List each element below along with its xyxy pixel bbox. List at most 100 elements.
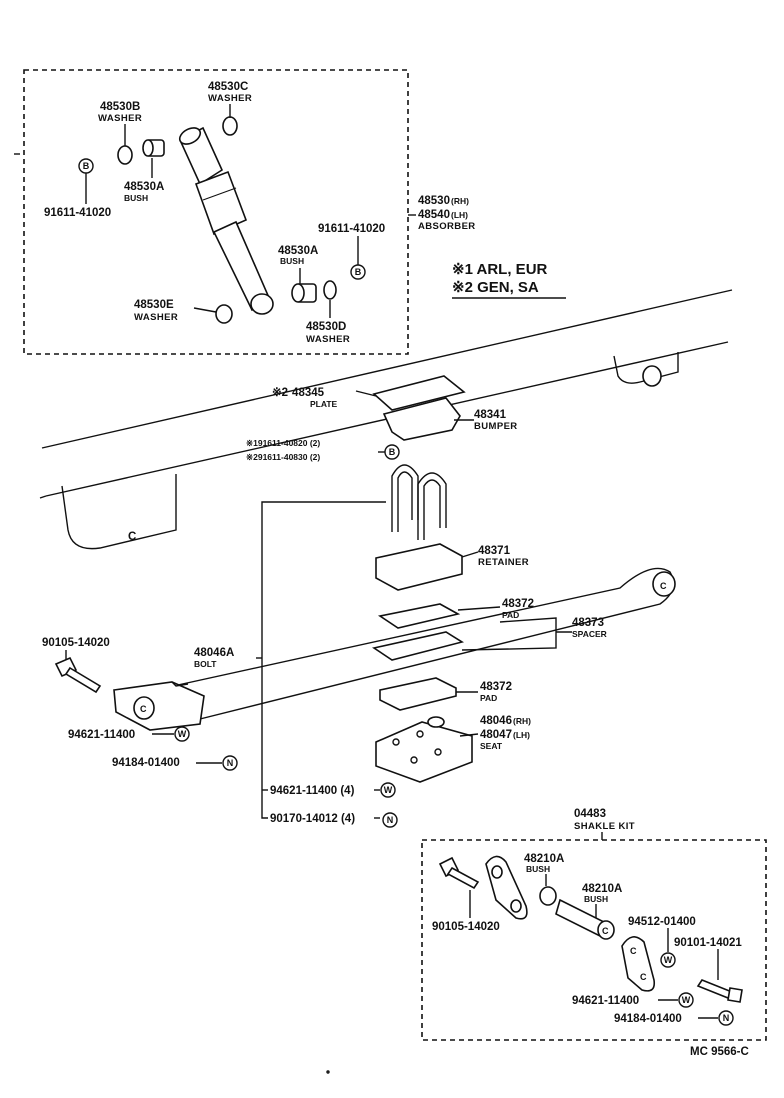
label-48371-num: 48371 (478, 545, 511, 557)
washer-w-symbol-4: W (678, 992, 694, 1008)
spacer-48373 (371, 631, 465, 661)
label-48373-name: SPACER (572, 629, 607, 639)
label-48530e-name: WASHER (134, 312, 178, 323)
label-90170-14012-4: 90170-14012 (4) (270, 813, 355, 825)
note-2: ※2 GEN, SA (452, 279, 539, 296)
washer-w-symbol-2: W (380, 782, 396, 798)
shackle-plate-1 (485, 855, 528, 920)
label-48046a-name: BOLT (194, 659, 217, 669)
washer-w-symbol-1: W (174, 726, 190, 742)
nut-n-symbol-1: N (222, 755, 238, 771)
label-04483-name: SHAKLE KIT (574, 821, 635, 832)
shackle-plate-2: C C (621, 936, 656, 992)
label-48530d-name: WASHER (306, 334, 350, 345)
bolt-group-bracket (261, 501, 386, 819)
label-48530-num: 48530(RH) (418, 195, 469, 207)
nut-n-symbol-2: N (382, 812, 398, 828)
label-48372-name-a: PAD (502, 610, 519, 620)
bush-48530a-lower (291, 283, 317, 303)
label-48046-num: 48046(RH) (480, 715, 531, 727)
absorber-group-box (23, 69, 409, 355)
u-bolts (391, 464, 447, 540)
label-48530a-name-2: BUSH (280, 256, 304, 266)
plate-48345 (372, 375, 466, 411)
label-04483-num: 04483 (574, 808, 606, 820)
label-48530b-name: WASHER (98, 113, 142, 124)
svg-text:W: W (384, 785, 393, 795)
nut-b-symbol-3: B (384, 444, 400, 460)
shackle-kit-box (421, 839, 767, 1041)
washer-w-symbol-3: W (660, 952, 676, 968)
label-48530c-name: WASHER (208, 93, 252, 104)
label-94184-01400-a: 94184-01400 (112, 757, 180, 769)
svg-text:N: N (387, 815, 394, 825)
label-48341-num: 48341 (474, 409, 507, 421)
label-90101-14021: 90101-14021 (674, 937, 742, 949)
label-bolt-2: ※291611-40830 (2) (246, 452, 320, 462)
label-94621-11400-4: 94621-11400 (4) (270, 785, 355, 797)
svg-text:B: B (389, 447, 396, 457)
svg-text:W: W (682, 995, 691, 1005)
bush-48210a-1 (539, 886, 557, 906)
svg-text:C: C (602, 926, 609, 936)
svg-text:C: C (128, 531, 136, 543)
diagram-code: MC 9566-C (690, 1046, 749, 1058)
spacer-leader (461, 617, 572, 651)
seat-48046 (375, 721, 473, 783)
washer-48530b (117, 145, 133, 165)
bolt-90101-14021 (696, 979, 743, 1003)
pad-48372-lower (379, 677, 457, 711)
label-48345-name: PLATE (310, 399, 338, 409)
bumper-48341 (382, 397, 461, 441)
retainer-48371 (375, 543, 463, 591)
note-1: ※1 ARL, EUR (452, 261, 548, 278)
svg-text:B: B (355, 267, 362, 277)
label-48530a-num-1: 48530A (124, 181, 164, 193)
label-48372-name-b: PAD (480, 693, 497, 703)
label-48345-mark: ※2 (272, 386, 288, 399)
label-48046-name: SEAT (480, 741, 503, 751)
label-94621-11400-a: 94621-11400 (68, 729, 135, 741)
svg-text:C: C (640, 972, 647, 982)
label-48530a-num-2: 48530A (278, 245, 318, 257)
label-48047-num: 48047(LH) (480, 729, 530, 741)
bush-48210a-2: C (555, 898, 615, 940)
label-48046a-num: 48046A (194, 647, 234, 659)
label-90105-14020-a: 90105-14020 (42, 637, 110, 649)
label-48210a-name-1: BUSH (526, 864, 550, 874)
washer-48530c (222, 116, 238, 136)
svg-text:N: N (723, 1013, 730, 1023)
label-48210a-num-1: 48210A (524, 853, 564, 865)
label-94184-01400-b: 94184-01400 (614, 1013, 682, 1025)
bolt-90105-14020-b (438, 856, 480, 890)
label-91611-41020-a: 91611-41020 (44, 207, 111, 219)
label-48210a-name-2: BUSH (584, 894, 608, 904)
nut-b-symbol-1: B (78, 158, 94, 174)
nut-b-symbol-2: B (350, 264, 366, 280)
label-48530d-num: 48530D (306, 321, 346, 333)
svg-text:W: W (178, 729, 187, 739)
label-48372-num-b: 48372 (480, 681, 512, 693)
label-48373-num: 48373 (572, 617, 604, 629)
label-48530e-num: 48530E (134, 299, 174, 311)
washer-48530d (323, 280, 337, 300)
svg-text:C: C (660, 581, 667, 591)
label-48341-name: BUMPER (474, 421, 518, 432)
pad-48372-upper (377, 603, 461, 629)
front-hanger: C (113, 681, 205, 731)
label-94512-01400: 94512-01400 (628, 916, 696, 928)
label-90105-14020-b: 90105-14020 (432, 921, 500, 933)
label-48530a-name-1: BUSH (124, 193, 148, 203)
bolt-90105-14020-a (54, 656, 102, 694)
bush-48530a-upper (142, 139, 165, 157)
svg-text:B: B (83, 161, 90, 171)
svg-text:C: C (140, 704, 147, 714)
svg-text:C: C (630, 946, 637, 956)
washer-48530e (215, 304, 233, 324)
label-48345-num: 48345 (292, 387, 325, 399)
svg-text:W: W (664, 955, 673, 965)
label-bolt-1: ※191611-40820 (2) (246, 438, 320, 448)
